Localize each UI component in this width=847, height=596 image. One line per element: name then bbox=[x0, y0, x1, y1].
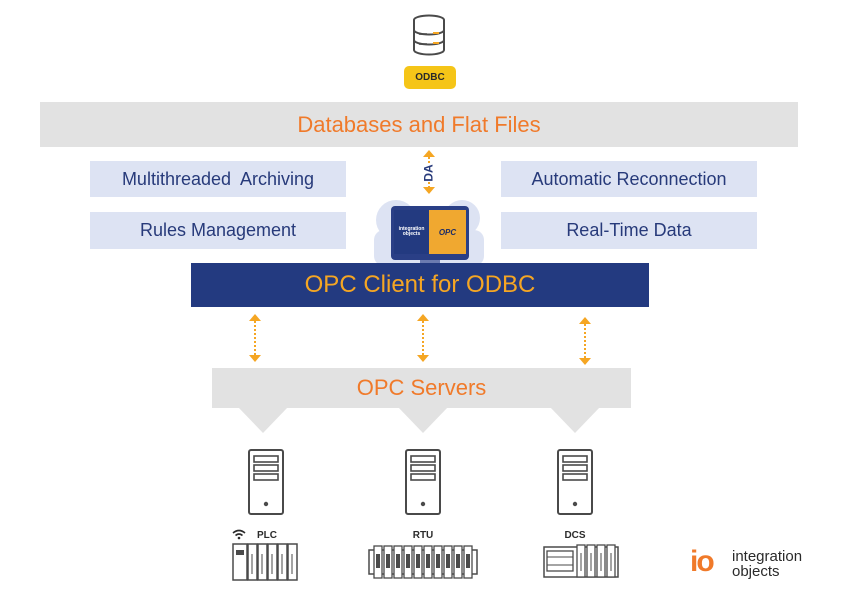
monitor-screen-right: OPC bbox=[429, 210, 466, 254]
feature-rules-management: Rules Management bbox=[90, 212, 346, 249]
device-label-plc: PLC bbox=[257, 530, 277, 541]
opc-client-bar: OPC Client for ODBC bbox=[191, 263, 649, 307]
opc-mini-logo: OPC bbox=[438, 227, 457, 237]
double-arrow-icon bbox=[249, 314, 261, 362]
dcs-rack-icon bbox=[543, 544, 619, 578]
logo-text-line1: integration bbox=[732, 548, 803, 565]
monitor-icon: integration objects OPC bbox=[391, 206, 469, 260]
da-label: DA bbox=[420, 164, 438, 182]
feature-multithreaded-archiving: Multithreaded Archiving bbox=[90, 161, 346, 197]
integration-objects-mini-logo: integration objects bbox=[398, 226, 425, 237]
database-icon bbox=[413, 14, 445, 56]
rtu-rack-icon bbox=[368, 545, 478, 579]
device-label-dcs: DCS bbox=[564, 530, 586, 541]
integration-objects-logo: io integration objects bbox=[690, 544, 820, 584]
server-icon bbox=[248, 449, 284, 515]
monitor-screen-left: integration objects bbox=[394, 210, 429, 254]
wifi-icon bbox=[232, 529, 246, 540]
double-arrow-icon bbox=[417, 314, 429, 362]
da-label-text: DA bbox=[422, 164, 436, 182]
opc-servers-bar: OPC Servers bbox=[212, 368, 631, 408]
server-icon bbox=[405, 449, 441, 515]
plc-rack-icon bbox=[232, 543, 298, 581]
odbc-badge: ODBC bbox=[404, 66, 456, 89]
logo-mark: io bbox=[690, 545, 715, 578]
feature-real-time-data: Real-Time Data bbox=[501, 212, 757, 249]
feature-automatic-reconnection: Automatic Reconnection bbox=[501, 161, 757, 197]
double-arrow-icon bbox=[423, 150, 435, 194]
logo-text-line2: objects bbox=[732, 563, 780, 580]
server-icon bbox=[557, 449, 593, 515]
double-arrow-icon bbox=[579, 317, 591, 365]
opc-servers-pointers bbox=[238, 407, 600, 433]
databases-bar: Databases and Flat Files bbox=[40, 102, 798, 147]
device-label-rtu: RTU bbox=[412, 530, 434, 541]
